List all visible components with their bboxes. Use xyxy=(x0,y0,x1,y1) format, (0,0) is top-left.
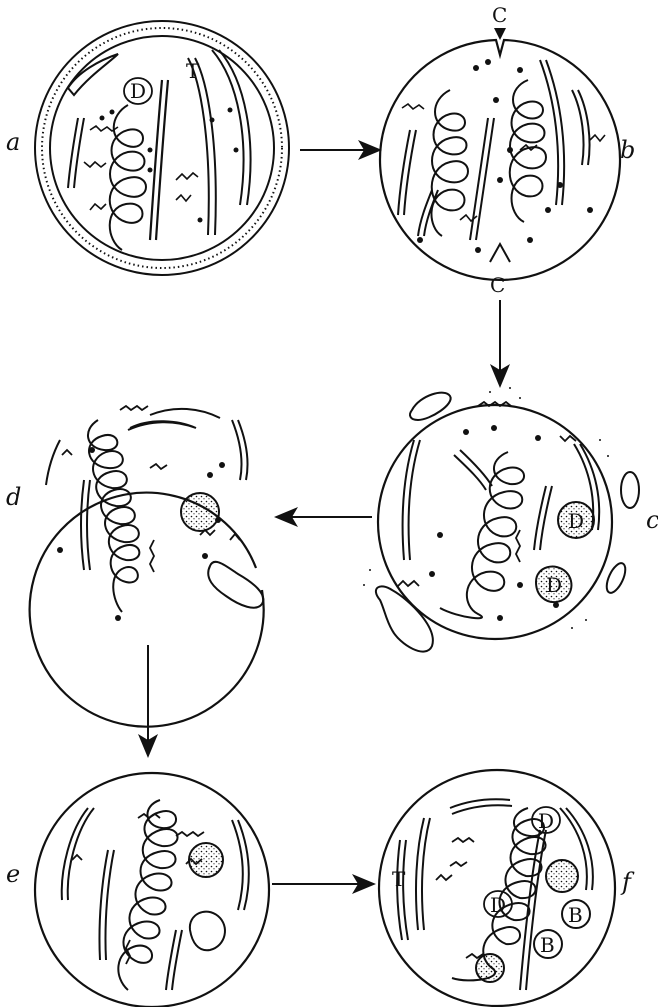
fibrils-f xyxy=(436,838,483,958)
panel-f: D D T B B f xyxy=(379,770,635,1006)
panel-label-e: e xyxy=(6,860,20,888)
panel-label-d: d xyxy=(6,483,21,511)
dna-coil-c xyxy=(440,452,524,618)
bud-e xyxy=(190,912,225,951)
label-B1-f: B xyxy=(568,903,583,927)
dna-coil-a xyxy=(110,105,146,250)
c-pointer-top-b xyxy=(494,28,506,40)
dense-body-d xyxy=(181,493,219,531)
thylakoids-b xyxy=(398,60,590,240)
dna-coil-b2 xyxy=(510,80,546,222)
thylakoids-d xyxy=(46,409,248,570)
vesicle-c4 xyxy=(603,561,629,596)
cleavage-bottom-b xyxy=(490,244,510,262)
dna-coil-d xyxy=(88,420,139,612)
panel-label-f: f xyxy=(620,868,635,896)
label-B2-f: B xyxy=(540,933,555,957)
cell-outline-e xyxy=(35,773,269,1007)
panel-label-a: a xyxy=(6,128,20,156)
dense-body-e xyxy=(189,843,223,877)
label-C-bottom-b: C xyxy=(490,273,505,297)
fibrils-e xyxy=(72,814,204,964)
label-D1-f: D xyxy=(538,809,554,833)
cell-outline-d xyxy=(30,493,264,727)
panel-label-b: b xyxy=(620,136,635,164)
thylakoid-a3 xyxy=(150,80,168,240)
panel-label-c: c xyxy=(646,506,658,534)
label-D-a: D xyxy=(130,79,146,103)
bud-d xyxy=(208,562,263,608)
dense-body-f1 xyxy=(546,860,578,892)
panel-b: C C b xyxy=(380,3,635,297)
label-T-a: T xyxy=(186,59,200,83)
ribosome-dots-b xyxy=(417,59,593,253)
panel-a: D T a xyxy=(6,21,289,275)
panel-c: D D c xyxy=(363,387,658,652)
thylakoids-c xyxy=(403,440,600,560)
label-D1-c: D xyxy=(568,509,584,533)
thylakoid-a2 xyxy=(68,118,84,188)
vesicle-c3 xyxy=(621,472,639,508)
label-C-top-b: C xyxy=(492,3,507,27)
label-D2-f: D xyxy=(490,893,506,917)
dense-body-f2 xyxy=(476,954,504,982)
panel-e: e xyxy=(6,773,269,1007)
label-T-f: T xyxy=(392,867,406,891)
panel-d: d xyxy=(6,406,264,727)
thylakoid-a4 xyxy=(188,58,216,235)
label-D2-c: D xyxy=(546,573,562,597)
thylakoids-e xyxy=(62,808,249,990)
dna-coil-b1 xyxy=(431,90,468,236)
